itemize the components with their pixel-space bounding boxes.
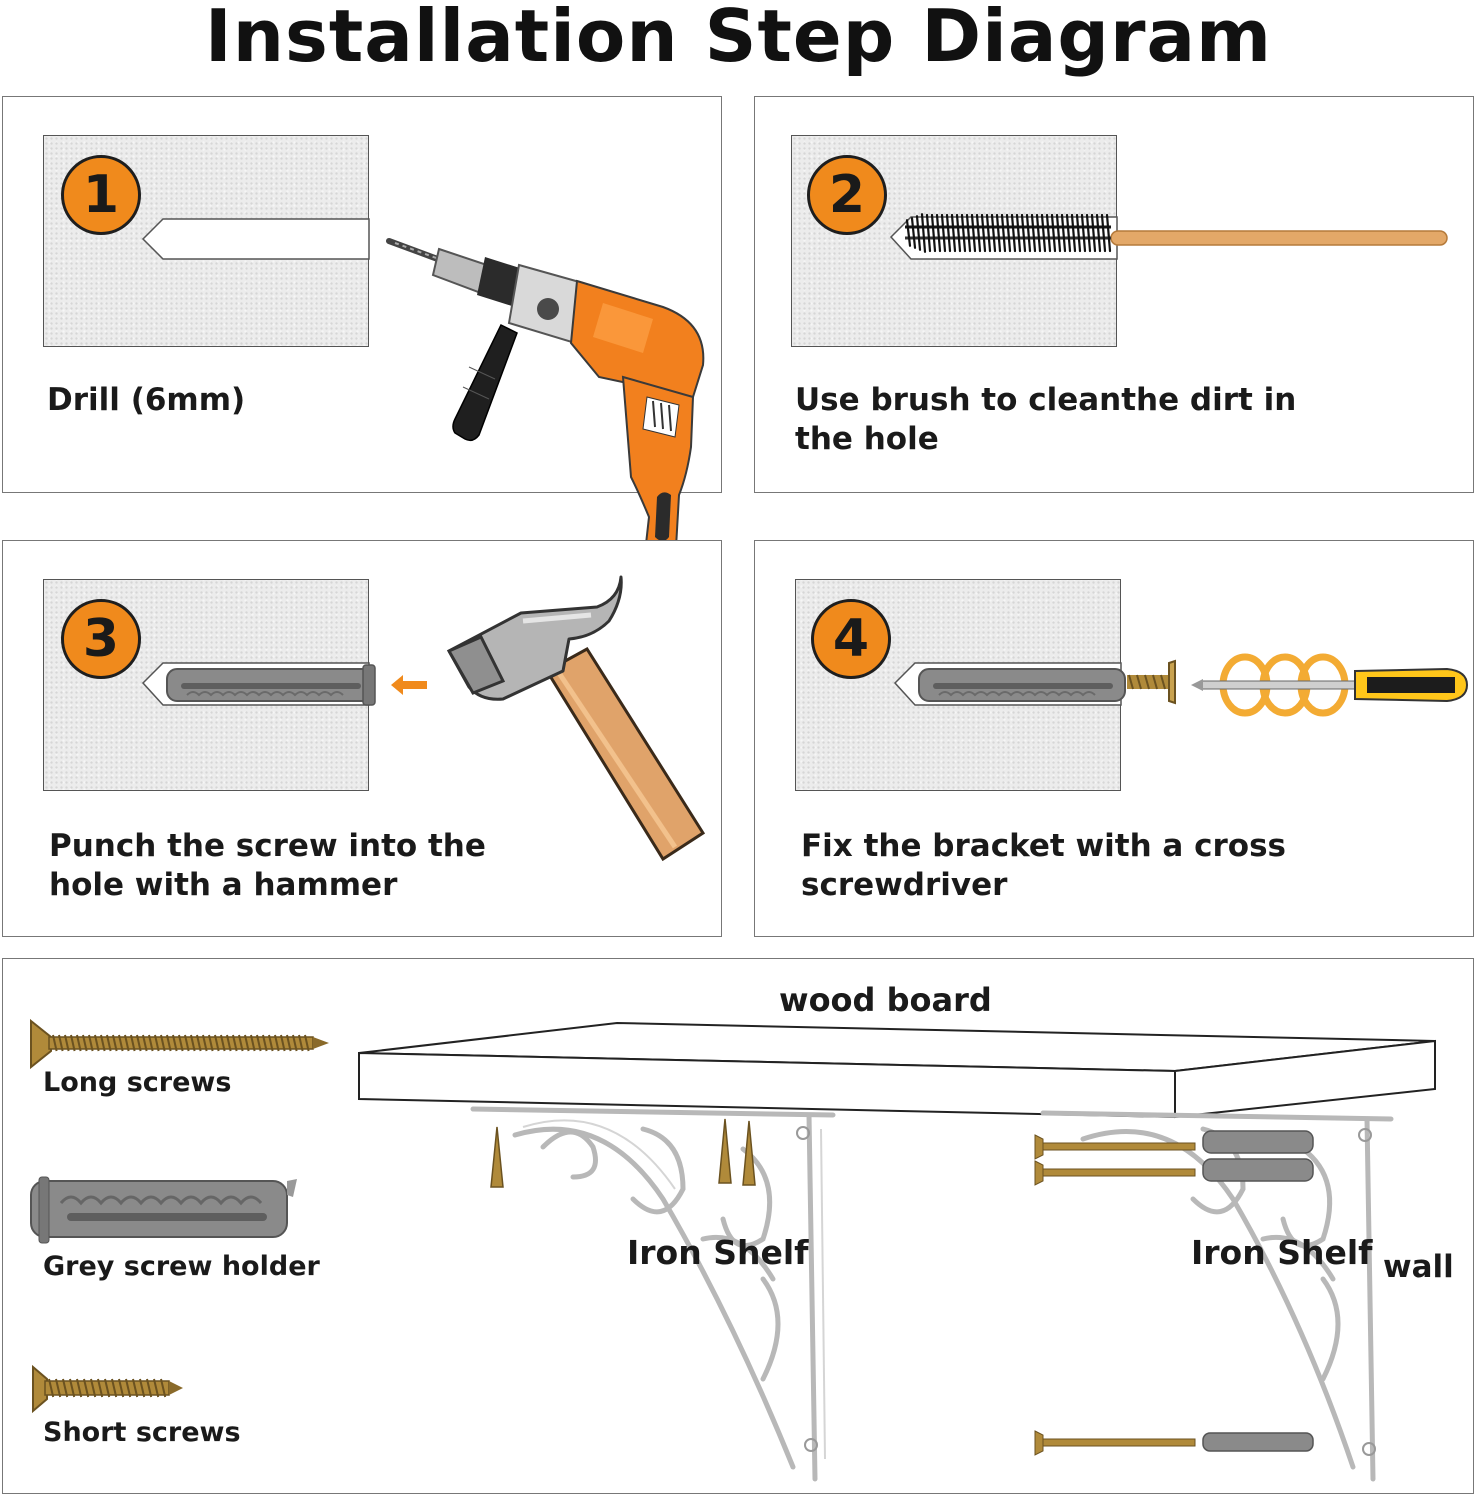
step-instruction: Fix the bracket with a cross screwdriver xyxy=(801,828,1287,903)
screw-head-icon xyxy=(1127,659,1176,705)
iron-shelf-bracket-left xyxy=(470,1106,836,1482)
wall-anchor-icon xyxy=(166,664,376,706)
electric-drill-icon xyxy=(386,238,705,577)
step-instruction: Use brush to cleanthe dirt in the hole xyxy=(795,382,1297,457)
wood-board xyxy=(358,1021,1436,1119)
step-number-badge: 2 xyxy=(807,155,887,235)
board-label: wood board xyxy=(779,981,992,1019)
long-screw-icon xyxy=(30,1018,329,1070)
part-label: Grey screw holder xyxy=(43,1251,320,1282)
wall-label: wall xyxy=(1383,1249,1454,1285)
step-1-panel: 1 Drill (6mm) xyxy=(2,96,722,577)
page-title: Installation Step Diagram xyxy=(204,0,1273,78)
direction-arrow-icon xyxy=(391,675,427,695)
step-instruction: Punch the screw into the hole with a ham… xyxy=(49,828,486,903)
part-label: Long screws xyxy=(43,1067,232,1098)
step-number-badge: 1 xyxy=(61,155,141,235)
step-3-panel: 3 Punch the screw into the hole with a h… xyxy=(2,540,722,937)
step-4-panel: 4 Fix the bracket with a cross screwdriv… xyxy=(754,540,1474,937)
wall-anchor-icon xyxy=(918,668,1126,702)
iron-shelf-bracket-right xyxy=(1034,1110,1394,1482)
screwdriver-icon xyxy=(1191,653,1469,717)
hammer-icon xyxy=(446,575,706,862)
step-number-badge: 4 xyxy=(811,599,891,679)
cleaning-brush-icon xyxy=(905,213,1448,253)
drilled-hole xyxy=(141,218,370,260)
step-2-panel: 2 Use brush to cleanthe dirt in the hole xyxy=(754,96,1474,493)
part-label: Short screws xyxy=(43,1417,241,1448)
short-screw-icon xyxy=(32,1364,183,1414)
bracket-label: Iron Shelf xyxy=(1191,1233,1373,1272)
step-number-badge: 3 xyxy=(61,599,141,679)
wall-anchor-icon xyxy=(30,1176,297,1244)
assembly-panel: Long screws Grey screw holder Short scre… xyxy=(2,958,1474,1494)
step-instruction: Drill (6mm) xyxy=(47,382,246,418)
bracket-label: Iron Shelf xyxy=(627,1233,809,1272)
